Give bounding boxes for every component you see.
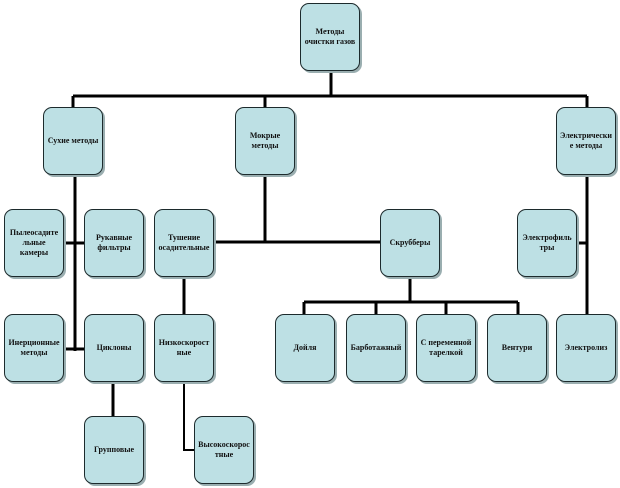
electrofilters-node[interactable]: Электрофильтры: [517, 209, 577, 277]
hollow-scrubbers-label: Тушение осадительные: [158, 233, 210, 252]
connector-low-high: [183, 382, 194, 451]
electric-methods-label: Электрические методы: [560, 131, 612, 150]
moving-nozzle-node[interactable]: С переменной тарелкой: [416, 314, 476, 382]
high-speed-node[interactable]: Высокоскоростные: [194, 416, 254, 484]
hollow-scrubbers-node[interactable]: Тушение осадительные: [154, 209, 214, 277]
settling-chambers-node[interactable]: Пылеосадительные камеры: [4, 209, 64, 277]
bag-filters-label: Рукавные фильтры: [95, 233, 133, 252]
root-node[interactable]: Методы очистки газов: [300, 3, 360, 71]
bubbling-node[interactable]: Барботажный: [346, 314, 406, 382]
venturi-label: Вентури: [501, 343, 533, 352]
dry-methods-node[interactable]: Сухие методы: [43, 107, 103, 175]
bag-filters-node[interactable]: Рукавные фильтры: [84, 209, 144, 277]
venturi-node[interactable]: Вентури: [487, 314, 547, 382]
group-cyclones-label: Групповые: [93, 445, 135, 454]
low-speed-label: Низкоскоростные: [158, 338, 210, 357]
group-cyclones-node[interactable]: Групповые: [84, 416, 144, 484]
electric-methods-node[interactable]: Электрические методы: [556, 107, 616, 175]
cyclones-node[interactable]: Циклоны: [84, 314, 144, 382]
inertial-methods-node[interactable]: Инерционные методы: [4, 314, 64, 382]
high-speed-label: Высокоскоростные: [198, 440, 250, 459]
settling-chambers-label: Пылеосадительные камеры: [9, 228, 59, 257]
wet-methods-node[interactable]: Мокрые методы: [235, 107, 295, 175]
dry-methods-label: Сухие методы: [47, 136, 99, 145]
doyle-label: Дойля: [293, 343, 317, 352]
cyclones-label: Циклоны: [96, 343, 132, 352]
doyle-node[interactable]: Дойля: [275, 314, 335, 382]
inertial-methods-label: Инерционные методы: [8, 338, 60, 357]
electrofilters-label: Электрофильтры: [522, 233, 572, 252]
moving-nozzle-label: С переменной тарелкой: [420, 338, 472, 357]
scrubbers-label: Скрубберы: [389, 238, 431, 247]
electrolysis-label: Электролиз: [564, 343, 608, 352]
scrubbers-node[interactable]: Скрубберы: [380, 209, 440, 277]
low-speed-node[interactable]: Низкоскоростные: [154, 314, 214, 382]
bubbling-label: Барботажный: [350, 343, 402, 352]
wet-methods-label: Мокрые методы: [249, 131, 281, 150]
root-node-label: Методы очистки газов: [304, 27, 356, 46]
electrolysis-node[interactable]: Электролиз: [556, 314, 616, 382]
